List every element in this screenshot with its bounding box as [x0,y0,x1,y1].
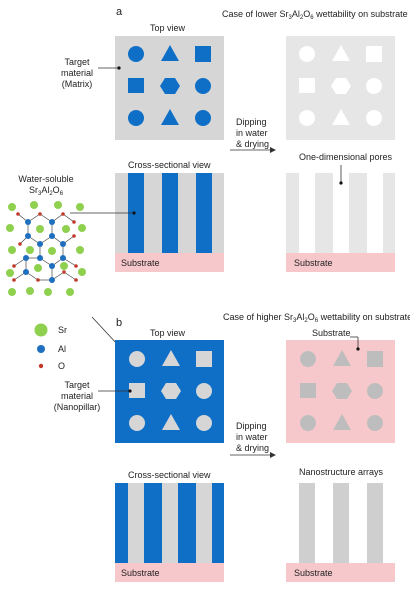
b-substrate-right [286,563,395,582]
panel-a-top-view-label: Top view [150,23,186,33]
b-substrate-left [115,563,224,582]
panel-b-process-line2: in water [236,432,268,442]
legend-sr-dot [34,323,48,337]
panel-b-process-line1: Dipping [236,421,267,431]
panel-a-case-title: Case of lower Sr3Al2O6 wettability on su… [222,9,408,21]
panel-a-letter: a [116,6,123,18]
a-substrate-right [286,253,395,272]
panel-b-target-line3: (Nanopillar) [53,402,101,412]
panel-b-letter: b [116,317,123,329]
panel-b-nano-label: Nanostructure arrays [299,467,384,477]
panel-b-substrate-pointer-label: Substrate [312,328,351,338]
panel-a-substrate-left-label: Substrate [121,258,160,268]
panel-b-cross-view-label: Cross-sectional view [128,470,211,480]
a-substrate-left [115,253,224,272]
legend-al-label: Al [58,344,67,354]
legend-al-dot [37,345,45,353]
panel-a-process-line3: & drying [236,139,270,149]
legend-o-dot [38,363,44,369]
panel-b-target-line1: Target [64,380,90,390]
legend-title-line1: Water-soluble [18,174,74,184]
panel-a-substrate-right-label: Substrate [294,258,333,268]
panel-a-target-line3: (Matrix) [61,79,93,89]
panel-b-substrate-right-label: Substrate [294,568,333,578]
panel-b-top-view-label: Top view [150,328,186,338]
legend-o-label: O [58,361,66,371]
panel-a-cross-view-label: Cross-sectional view [128,160,211,170]
panel-b-process-line3: & drying [236,443,270,453]
legend-formula: Sr3Al2O6 [28,185,64,197]
panel-b-case-title: Case of higher Sr3Al2O6 wettability on s… [223,312,410,324]
panel-a-process-line2: in water [236,128,268,138]
legend-sr-label: Sr [58,325,67,335]
a-top-view-shapes [128,45,211,126]
panel-a-target-line1: Target [64,57,90,67]
panel-b-target-line2: material [60,391,93,401]
panel-a-process-line1: Dipping [236,117,267,127]
panel-a-target-line2: material [60,68,93,78]
panel-b-substrate-left-label: Substrate [121,568,160,578]
panel-a-pores-label: One-dimensional pores [299,152,393,162]
crystal-structure [6,201,86,296]
